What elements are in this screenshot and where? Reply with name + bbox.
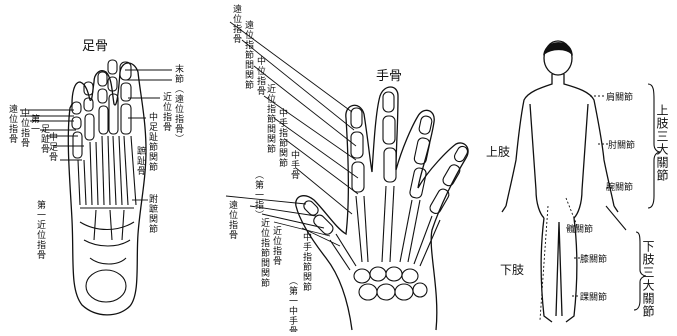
hand-label: 近位指節間関節 [259,217,270,288]
upper-joints-title: 上肢三大關節 [655,104,669,182]
hand-figure [296,87,470,330]
hip-joint-label: 髖關節 [566,223,593,235]
hand-label: 遠位指節間関節 [243,19,254,90]
body-trunk [530,104,588,218]
hand-label: 中手指節関節 [301,231,312,292]
hand-label: 中手骨 [289,149,300,180]
foot-label: 第一近位指骨 [35,199,46,260]
upper-limb-label: 上肢 [486,144,510,159]
foot-label: 蹠趾骨 [135,145,146,176]
hand-outline [296,87,468,330]
hands [502,206,618,212]
hand-label: 中手指節関節 [277,107,288,168]
hand-label: 近位指節間関節 [265,83,276,154]
foot-label: 中足趾節関節 [147,111,158,172]
foot-labels: 末節（遠位指骨） 近位指骨 中足趾節関節 蹠趾骨 跗蹠関節 遠位指骨 中位指骨 … [7,63,184,260]
foot-label: 遠位指骨 [7,103,18,144]
foot-title: 足骨 [82,39,108,54]
hand-label: 近位指骨 [271,225,282,266]
knee-joint-label: 膝關節 [580,253,607,265]
hand-labels: 遠位指骨 遠位指節間関節 中位指骨 近位指節間関節 （第一指） 中手指節関節 中… [227,3,312,332]
wrist-joint-label: 腕關節 [606,181,633,193]
hand-label: （第一指） [253,170,264,220]
foot-label: 跗蹠関節 [147,193,158,234]
foot-label: 中足骨 [47,131,58,162]
hair [544,43,572,54]
ankle-joint-label: 踝關節 [580,291,607,303]
foot-toes [72,60,131,158]
foot-label: 中位指骨 [19,107,30,148]
elbow-joint-label: 肘關節 [608,139,635,151]
lower-joints-title: 下肢三大關節 [641,240,655,318]
hand-label: 遠位指骨 [231,3,242,44]
foot-label: 末節（遠位指骨） [173,63,184,144]
hand-label: 中位指骨 [255,55,266,96]
hand-label: （第一中手骨） [287,276,298,332]
body-figure [502,41,618,322]
torso [506,74,614,206]
foot-label: 第一 [29,113,40,134]
foot-metatarsals [78,136,136,205]
lower-limb-label: 下肢 [500,262,524,277]
hand-label: 遠位指骨 [227,199,238,240]
foot-tarsals [80,208,134,302]
foot-label: 近位指骨 [161,91,172,132]
hand-title: 手骨 [376,69,402,84]
hand-carpals [354,267,427,300]
shoulder-joint-label: 肩關節 [606,91,633,103]
